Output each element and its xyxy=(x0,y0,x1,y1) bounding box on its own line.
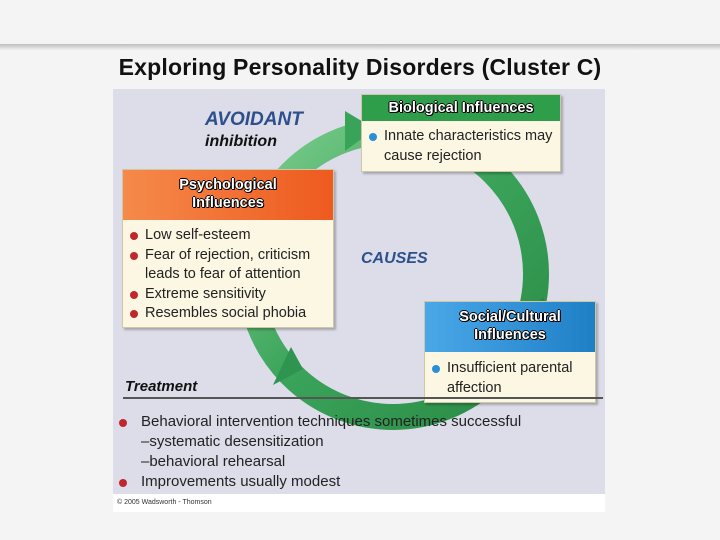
causes-label: CAUSES xyxy=(361,250,428,267)
list-item: Fear of rejection, criticism leads to fe… xyxy=(123,246,327,285)
psychological-list: Low self-esteem Fear of rejection, criti… xyxy=(123,220,333,324)
arrow-head-bottom xyxy=(273,347,303,385)
social-box: Social/Cultural Influences Insufficient … xyxy=(424,301,596,403)
treatment-divider xyxy=(123,397,603,399)
psychological-title: Psychological Influences xyxy=(123,170,333,220)
bullet-icon xyxy=(130,232,138,240)
list-item: Improvements usually modest xyxy=(119,472,521,492)
bullet-icon xyxy=(119,419,127,427)
list-item: Insufficient parental affection xyxy=(425,359,589,398)
list-item: –behavioral rehearsal xyxy=(141,453,286,470)
list-item: Behavioral intervention techniques somet… xyxy=(119,412,521,432)
list-item: Low self-esteem xyxy=(123,226,327,246)
bullet-icon xyxy=(369,133,377,141)
copyright-notice: © 2005 Wadsworth - Thomson xyxy=(113,494,605,512)
bullet-icon xyxy=(130,251,138,260)
biological-list: Innate characteristics may cause rejecti… xyxy=(362,121,560,166)
treatment-list: Behavioral intervention techniques somet… xyxy=(119,412,521,492)
social-title: Social/Cultural Influences xyxy=(425,302,595,352)
list-item: Extreme sensitivity xyxy=(123,285,327,305)
list-item: –systematic desensitization xyxy=(141,433,324,450)
list-item: Innate characteristics may cause rejecti… xyxy=(362,127,554,166)
list-item: Resembles social phobia xyxy=(123,304,327,324)
social-list: Insufficient parental affection xyxy=(425,352,595,398)
avoidant-diagram: AVOIDANT inhibition CAUSES Biological In… xyxy=(113,89,605,512)
arrow-head-top xyxy=(345,111,375,151)
diagram-heading: AVOIDANT xyxy=(205,109,303,130)
bullet-icon xyxy=(130,310,138,318)
bullet-icon xyxy=(432,365,440,373)
bullet-icon xyxy=(130,290,138,299)
biological-title: Biological Influences xyxy=(362,95,560,121)
biological-box: Biological Influences Innate characteris… xyxy=(361,94,561,172)
title-divider xyxy=(0,44,720,50)
diagram-subheading: inhibition xyxy=(205,133,277,150)
treatment-title: Treatment xyxy=(125,378,198,395)
psychological-box: Psychological Influences Low self-esteem… xyxy=(122,169,334,328)
bullet-icon xyxy=(119,479,127,487)
slide-title: Exploring Personality Disorders (Cluster… xyxy=(118,54,602,80)
